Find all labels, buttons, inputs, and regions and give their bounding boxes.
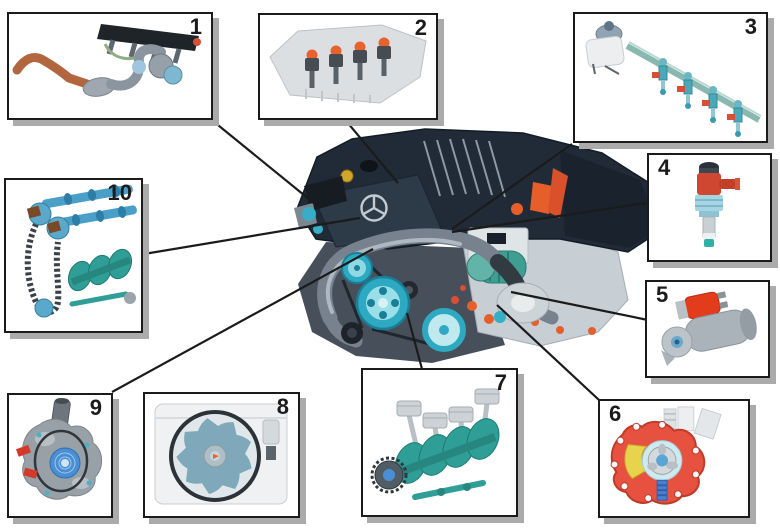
engine-illustration [294, 128, 664, 363]
oil-cap [360, 160, 378, 172]
part-number-1: 1 [189, 14, 202, 39]
connector-4 [451, 201, 647, 234]
radiator-fan-thumb [154, 403, 288, 505]
connector-9 [111, 248, 374, 393]
part-box-4: 4 [647, 153, 772, 262]
part-box-7: 7 [361, 368, 518, 517]
starter-motor-thumb [661, 291, 757, 366]
engine-cover-shadow [560, 150, 660, 248]
part-number-9: 9 [89, 395, 102, 420]
camshafts [41, 184, 137, 229]
turbocharger-with-exhaust-system-thumb [12, 24, 201, 97]
part-box-6: 6 [598, 399, 750, 518]
pulleys [341, 252, 466, 352]
part-box-10: 10 [4, 178, 143, 333]
ignition-coils [305, 37, 391, 88]
mini-crankshaft [67, 248, 136, 307]
connector-2 [346, 121, 399, 184]
pistons [396, 388, 500, 429]
part-number-8: 8 [276, 394, 289, 419]
fuel-rail-thumb [585, 21, 762, 137]
connector-lines [111, 120, 649, 401]
connector-6 [496, 304, 600, 401]
part-box-9: 9 [7, 393, 113, 518]
mercedes-star-icon [360, 194, 388, 222]
pump-cutaway-thumb [610, 406, 722, 505]
part-box-8: 8 [143, 392, 300, 518]
gold-cap [340, 169, 354, 183]
part-number-10: 10 [107, 180, 132, 205]
part-number-6: 6 [609, 401, 622, 426]
part-number-2: 2 [414, 15, 427, 40]
part-box-3: 3 [573, 12, 768, 143]
lower-right-housing [451, 282, 550, 324]
connector-10 [143, 216, 361, 256]
connector-5 [510, 290, 649, 322]
cover-stripes [423, 138, 506, 198]
part-box-1: 1 [7, 12, 213, 120]
orange-brackets [467, 168, 596, 335]
crankshaft-with-pistons-thumb [370, 388, 500, 500]
connector-3 [451, 143, 573, 230]
part-number-3: 3 [744, 14, 757, 39]
connector-7 [405, 312, 424, 370]
fuel-injector-thumb [695, 162, 740, 247]
connector-1 [212, 120, 316, 205]
part-box-5: 5 [645, 280, 770, 378]
part-number-5: 5 [656, 282, 669, 307]
rail-injectors [652, 58, 743, 137]
part-number-7: 7 [494, 370, 507, 395]
water-pump-thumb [15, 398, 102, 500]
part-box-2: 2 [258, 13, 438, 120]
timing-chain-thumb [24, 184, 137, 318]
part-number-4: 4 [658, 155, 671, 180]
cylinder-head-with-ignition-coils-thumb [269, 24, 427, 104]
left-airbox [304, 176, 347, 211]
